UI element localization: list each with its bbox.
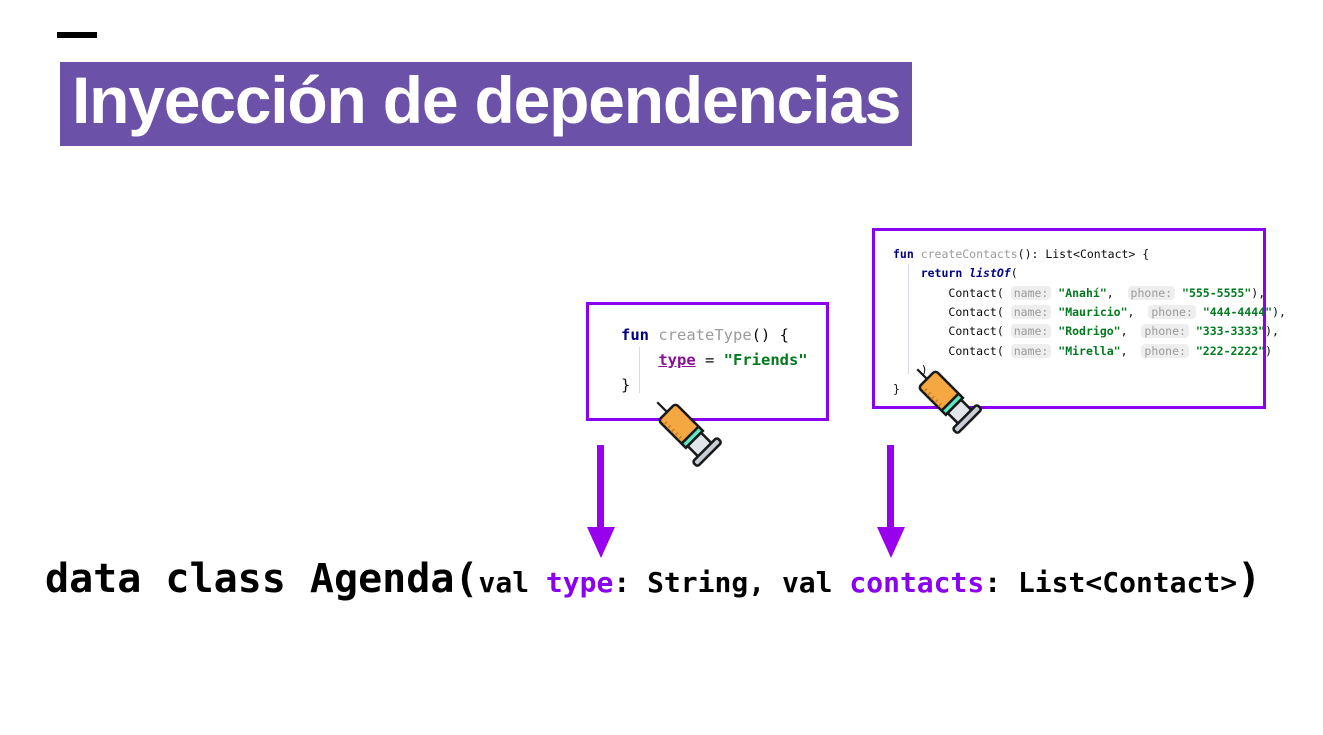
keyword-fun: fun xyxy=(621,326,649,344)
param-hint-name: name: xyxy=(1010,324,1052,339)
function-name: createType xyxy=(649,326,752,344)
punctuation: () { xyxy=(751,326,789,344)
comma: , xyxy=(1120,324,1135,339)
line-tail: ), xyxy=(1265,324,1279,339)
data-class-signature: data class Agenda(val type: String, val … xyxy=(45,556,1261,602)
signature-param1-modifier: val xyxy=(478,566,546,599)
signature-param2-type: : List<Contact> xyxy=(984,566,1238,599)
call-listof: listOf xyxy=(969,266,1011,281)
constructor-contact: Contact( xyxy=(948,343,1004,358)
string-literal-name: "Rodrigo" xyxy=(1058,324,1121,339)
code-line: type = "Friends" xyxy=(621,348,826,373)
param-hint-phone: phone: xyxy=(1127,285,1176,300)
signature-param2-modifier: val xyxy=(781,566,850,599)
constructor-contact: Contact( xyxy=(948,324,1004,339)
param-hint-phone: phone: xyxy=(1148,304,1196,319)
indent-guide xyxy=(908,264,909,374)
param-hint-name: name: xyxy=(1010,343,1052,358)
string-literal-name: "Mirella" xyxy=(1058,343,1121,358)
code-line: Contact( name: "Mauricio", phone: "444-4… xyxy=(893,303,1286,322)
string-literal-name: "Mauricio" xyxy=(1058,304,1128,319)
constructor-contact: Contact( xyxy=(948,304,1004,319)
code-line: return listOf( xyxy=(893,264,1263,283)
page-title-banner: Inyección de dependencias xyxy=(60,62,913,146)
syringe-icon xyxy=(656,401,722,467)
keyword-fun: fun xyxy=(893,247,914,261)
down-arrow-icon xyxy=(587,445,615,558)
closing-paren: ) xyxy=(920,362,928,377)
comma: , xyxy=(1127,304,1142,319)
param-hint-name: name: xyxy=(1010,285,1052,300)
param-hint-name: name: xyxy=(1010,304,1052,319)
property-type: type xyxy=(658,351,696,370)
function-signature-rest: (): List<Contact> { xyxy=(1017,247,1150,261)
slide-top-dash xyxy=(57,32,97,38)
keyword-return: return xyxy=(920,266,963,281)
code-line: } xyxy=(621,373,826,398)
signature-param2-name: contacts xyxy=(849,566,985,599)
string-literal: "Friends" xyxy=(723,351,808,370)
signature-param1-name: type xyxy=(545,566,614,599)
string-literal-phone: "333-3333" xyxy=(1195,324,1266,339)
punctuation: ( xyxy=(1010,266,1018,281)
string-literal-phone: "555-5555" xyxy=(1182,285,1252,300)
line-tail: ), xyxy=(1251,285,1266,300)
function-name: createContacts xyxy=(913,247,1018,261)
down-arrow-icon xyxy=(877,445,905,558)
code-line: Contact( name: "Rodrigo", phone: "333-33… xyxy=(893,322,1279,341)
closing-brace: } xyxy=(621,376,631,395)
code-block-create-type: fun createType() { type = "Friends" } xyxy=(586,302,829,421)
code-line: fun createType() { xyxy=(621,323,826,348)
code-line: } xyxy=(893,380,1263,399)
constructor-contact: Contact( xyxy=(948,285,1004,300)
code-line: ) xyxy=(893,361,1263,380)
param-hint-phone: phone: xyxy=(1141,324,1189,339)
param-hint-phone: phone: xyxy=(1141,343,1189,358)
indent-guide xyxy=(639,347,640,393)
line-tail: ) xyxy=(1265,343,1273,358)
page-title: Inyección de dependencias xyxy=(72,63,901,137)
signature-param1-type: : String, xyxy=(613,566,782,599)
code-line: Contact( name: "Anahí", phone: "555-5555… xyxy=(893,284,1266,303)
comma: , xyxy=(1106,285,1121,300)
string-literal-phone: "222-2222" xyxy=(1195,343,1266,358)
operator-assign: = xyxy=(695,351,724,370)
string-literal-name: "Anahí" xyxy=(1058,285,1107,300)
syringe-icon xyxy=(916,368,982,434)
code-line: Contact( name: "Mirella", phone: "222-22… xyxy=(893,342,1272,361)
line-tail: ), xyxy=(1272,304,1286,319)
string-literal-phone: "444-4444" xyxy=(1202,304,1273,319)
closing-brace: } xyxy=(893,382,900,397)
signature-head: data class Agenda( xyxy=(45,556,479,602)
signature-tail: ) xyxy=(1237,556,1262,602)
comma: , xyxy=(1120,343,1135,358)
code-line: fun createContacts(): List<Contact> { xyxy=(893,245,1263,264)
